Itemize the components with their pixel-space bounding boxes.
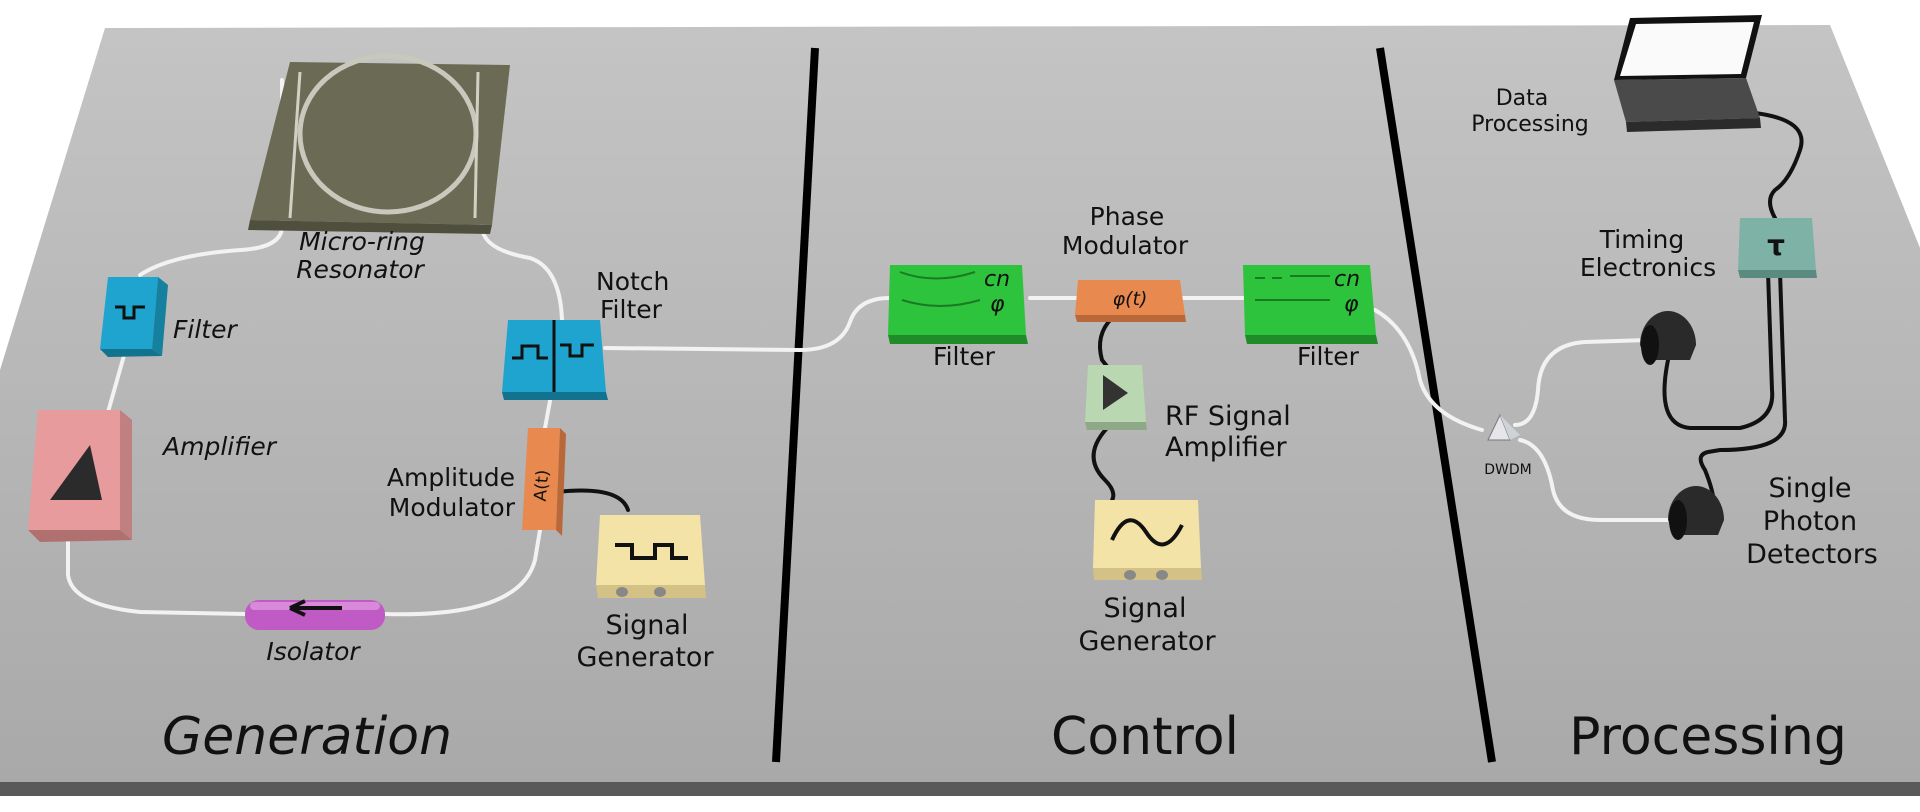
left-arrow-icon xyxy=(289,599,342,617)
label-timing-2: Electronics xyxy=(1580,253,1716,282)
notch-filter-icon xyxy=(115,305,145,320)
laptop-icon xyxy=(1614,15,1762,132)
fiber-ring-to-filter xyxy=(138,78,284,277)
label-micro-ring-2: Resonator xyxy=(296,255,425,284)
notch-icon xyxy=(560,343,594,358)
signal-generator-control xyxy=(1093,500,1202,580)
label-amp-mod-2: Modulator xyxy=(389,493,516,522)
label-micro-ring-1: Micro-ring xyxy=(299,227,425,256)
bandpass-icon xyxy=(512,344,548,360)
amplitude-modulator xyxy=(522,428,566,536)
label-filter-generation: Filter xyxy=(173,315,238,344)
filter-generation xyxy=(100,277,168,357)
section-title-processing: Processing xyxy=(1569,707,1847,767)
label-isolator: Isolator xyxy=(266,637,361,666)
phase-mod-symbol: φ(t) xyxy=(1113,288,1148,310)
play-icon xyxy=(1103,375,1128,410)
label-notch-2: Filter xyxy=(600,295,663,324)
label-dwdm: DWDM xyxy=(1484,462,1531,478)
signal-generator-generation xyxy=(596,515,706,598)
section-title-control: Control xyxy=(1051,707,1239,767)
divider-generation-control xyxy=(772,47,819,763)
label-phase-mod-2: Modulator xyxy=(1062,231,1189,260)
fiber-dwdm-to-spd-bottom xyxy=(1518,438,1677,522)
fiber-filter-to-amp xyxy=(106,350,127,414)
label-data-proc-2: Processing xyxy=(1471,112,1588,137)
cable-timing-to-spd-top xyxy=(1662,270,1775,430)
label-siggen-ctrl-1: Signal xyxy=(1104,593,1187,624)
square-wave-icon xyxy=(615,543,688,560)
filter-right-phi: φ xyxy=(1344,292,1359,317)
optical-fibers xyxy=(66,78,1677,617)
filter-control-right xyxy=(1243,265,1378,344)
notch-filter xyxy=(502,320,608,400)
filter-control-left xyxy=(888,265,1028,344)
cable-ammod-to-siggen xyxy=(554,488,630,512)
table-edge xyxy=(0,782,1920,796)
fiber-filter-to-dwdm xyxy=(1373,308,1484,432)
cable-rfamp-to-siggen xyxy=(1091,423,1116,507)
label-siggen-ctrl-2: Generator xyxy=(1078,626,1216,657)
photon-detector-bottom xyxy=(1668,486,1724,540)
label-spd-2: Photon xyxy=(1763,506,1857,537)
label-spd-1: Single xyxy=(1768,473,1851,504)
sine-wave-icon xyxy=(1110,518,1184,547)
fiber-dwdm-to-spd-top xyxy=(1513,338,1650,427)
fiber-amp-to-isolator xyxy=(66,526,247,616)
label-timing-1: Timing xyxy=(1599,225,1684,254)
fiber-notch-to-filter xyxy=(603,296,892,353)
label-rf-amp-1: RF Signal xyxy=(1165,401,1291,432)
cable-laptop-to-timing xyxy=(1753,111,1804,220)
label-notch-1: Notch xyxy=(596,267,669,296)
timing-symbol: τ xyxy=(1767,229,1785,262)
phase-modulator xyxy=(1075,280,1186,322)
micro-ring-resonator xyxy=(248,53,510,234)
label-data-proc-1: Data xyxy=(1496,86,1549,111)
dwdm-prism xyxy=(1487,413,1520,441)
filter-left-cn: cn xyxy=(984,267,1010,292)
section-title-generation: Generation xyxy=(162,707,452,767)
rf-signal-amplifier xyxy=(1085,365,1147,430)
label-siggen-gen-1: Signal xyxy=(606,610,689,641)
component-labels: Micro-ring Resonator Filter Notch Filter… xyxy=(161,86,1878,673)
isolator xyxy=(245,599,385,630)
amp-mod-symbol: A(t) xyxy=(531,469,554,502)
label-spd-3: Detectors xyxy=(1746,539,1878,570)
label-filter-control-left: Filter xyxy=(933,342,996,371)
triangle-icon xyxy=(50,445,102,500)
fiber-isolator-to-ammod xyxy=(383,528,542,617)
label-filter-control-right: Filter xyxy=(1297,342,1360,371)
photon-detector-top xyxy=(1640,311,1696,365)
label-amp-mod-1: Amplitude xyxy=(387,463,515,492)
timing-electronics xyxy=(1738,218,1817,278)
label-amplifier: Amplifier xyxy=(161,432,278,461)
label-phase-mod-1: Phase xyxy=(1090,202,1165,231)
filter-right-cn: cn xyxy=(1334,267,1360,292)
label-rf-amp-2: Amplifier xyxy=(1165,432,1288,463)
filter-left-phi: φ xyxy=(990,292,1005,317)
amplifier xyxy=(28,410,132,542)
fiber-ring-to-notch xyxy=(480,78,564,322)
label-siggen-gen-2: Generator xyxy=(576,642,714,673)
